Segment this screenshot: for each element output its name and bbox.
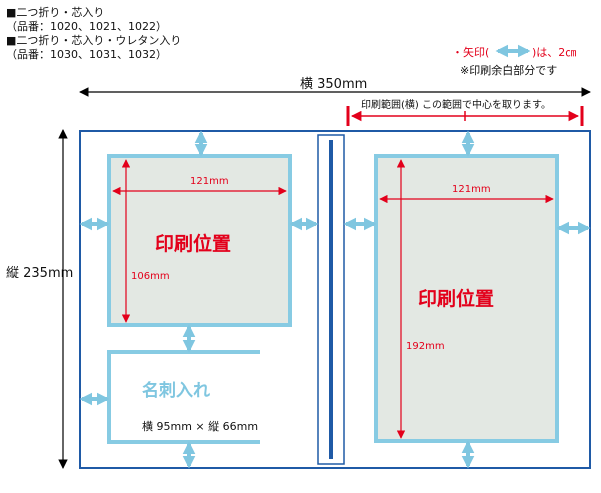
header-line-2: （品番：1020、1021、1022）	[6, 20, 167, 33]
right-width-label: 121mm	[452, 184, 491, 195]
left-height-label: 106mm	[131, 271, 170, 282]
card-slot-size: 横 95mm × 縦 66mm	[142, 420, 259, 433]
left-print-position-label: 印刷位置	[155, 233, 232, 255]
spine-core	[329, 140, 333, 459]
height-dimension-label: 縦 235mm	[6, 266, 74, 281]
header-line-1: ■二つ折り・芯入り	[6, 6, 105, 19]
margin-note: ※印刷余白部分です	[460, 64, 558, 77]
left-width-label: 121mm	[190, 176, 229, 187]
right-print-position-label: 印刷位置	[418, 288, 495, 310]
left-print-area	[107, 154, 292, 327]
arrow-legend-suffix: )は、2㎝	[532, 46, 577, 59]
header-line-3: ■二つ折り・芯入り・ウレタン入り	[6, 34, 182, 47]
header-line-4: （品番：1030、1031、1032）	[6, 48, 167, 61]
card-slot-label: 名刺入れ	[142, 381, 210, 401]
print-range-note: 印刷範囲(横) この範囲で中心を取ります。	[361, 100, 551, 111]
right-print-area	[374, 154, 559, 443]
arrow-legend-prefix: ・矢印(	[452, 46, 490, 59]
right-height-label: 192mm	[406, 341, 445, 352]
